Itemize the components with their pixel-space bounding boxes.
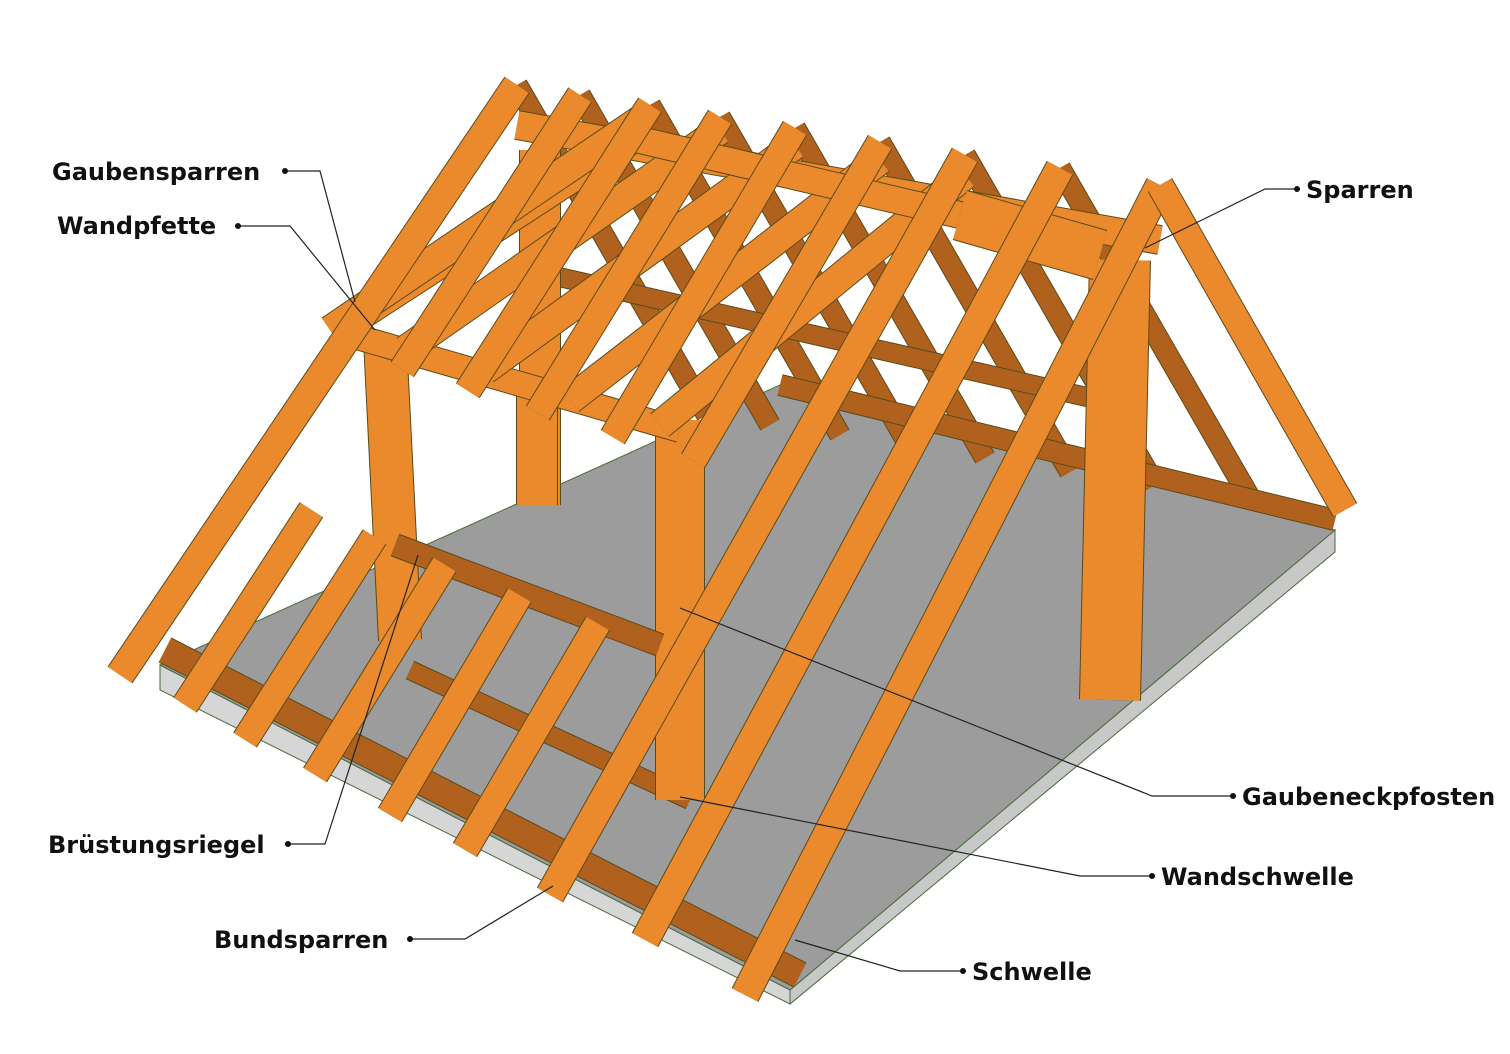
label-sparren: Sparren [1144, 176, 1414, 249]
bundsparren [731, 178, 1174, 1002]
leader-dot [285, 841, 291, 847]
labels: Gaubensparren Wandpfette Sparren Gaubene… [48, 158, 1495, 986]
label-text: Gaubensparren [52, 158, 260, 186]
leader-dot [235, 223, 241, 229]
back-schwelle-face [777, 375, 1338, 530]
bundsparren-face [108, 77, 529, 683]
bundsparren [107, 76, 530, 684]
label-wandpfette: Wandpfette [57, 212, 376, 331]
leader-dot [1230, 793, 1236, 799]
leader-line [285, 170, 356, 303]
label-gaubensparren: Gaubensparren [52, 158, 356, 303]
sparren-upper-face [526, 110, 732, 420]
bundsparren-face [537, 148, 978, 902]
leader-dot [1294, 186, 1300, 192]
sparren-gable [1147, 178, 1358, 517]
label-gaubeneckpfosten: Gaubeneckpfosten [679, 607, 1495, 811]
sparren-stub [233, 529, 387, 748]
leader-dot [282, 168, 288, 174]
sparren-stub-face [234, 529, 386, 747]
sparren-face [632, 161, 1073, 947]
sparren-upper-face [601, 121, 807, 444]
leader-dot [1149, 873, 1155, 879]
leader-dot [407, 936, 413, 942]
sparren-upper-face [456, 98, 661, 398]
sparren-upper [525, 109, 732, 421]
label-schwelle: Schwelle [794, 939, 1092, 986]
floor-top [158, 384, 1337, 991]
leader-dot [960, 968, 966, 974]
gaubeneckpfosten-left [363, 338, 422, 642]
gaubeneckpfosten-left-face [364, 338, 421, 642]
sparren-stub-face [303, 557, 456, 782]
label-text: Gaubeneckpfosten [1242, 783, 1495, 811]
sparren-upper [455, 97, 662, 399]
leader-line [794, 939, 963, 972]
label-text: Bundsparren [214, 926, 388, 954]
leader-line [1144, 188, 1297, 249]
sparren-upper-face [682, 135, 892, 468]
sparren-stub [173, 502, 324, 713]
sparren-gable-face [1148, 178, 1357, 517]
label-bundsparren: Bundsparren [214, 885, 554, 954]
label-bruestungsriegel: Brüstungsriegel [48, 554, 419, 859]
sparren-upper [600, 120, 808, 445]
bundsparren-face [732, 178, 1173, 1002]
label-text: Wandpfette [57, 212, 216, 240]
label-wandschwelle: Wandschwelle [679, 796, 1354, 891]
collar-beam [547, 265, 1103, 410]
label-text: Sparren [1306, 176, 1414, 204]
sparren-stub-face [378, 588, 531, 822]
sparren-stub-face [174, 502, 323, 713]
sparren-upper-face [391, 87, 591, 377]
collar-beam-face [548, 266, 1102, 409]
leader-line [410, 885, 554, 940]
sparren-stub [303, 557, 457, 783]
gaubensparren [560, 148, 890, 412]
leader-line [288, 554, 419, 845]
label-text: Brüstungsriegel [48, 831, 265, 859]
back-post-right-face [1080, 259, 1150, 701]
sparren-upper [390, 87, 592, 378]
label-text: Wandschwelle [1161, 863, 1354, 891]
leader-line [238, 225, 376, 331]
leader-line [679, 607, 1233, 797]
label-text: Schwelle [972, 958, 1092, 986]
back-post-right [1079, 259, 1151, 701]
gaubensparren-face [561, 148, 889, 412]
sparren [631, 160, 1074, 948]
sparren-stub [377, 588, 532, 823]
sparren-stub [452, 616, 610, 858]
sparren-upper [681, 134, 893, 468]
bundsparren [536, 147, 979, 903]
leader-line [679, 796, 1152, 877]
back-schwelle [777, 374, 1338, 531]
sparren-stub-face [453, 616, 610, 857]
